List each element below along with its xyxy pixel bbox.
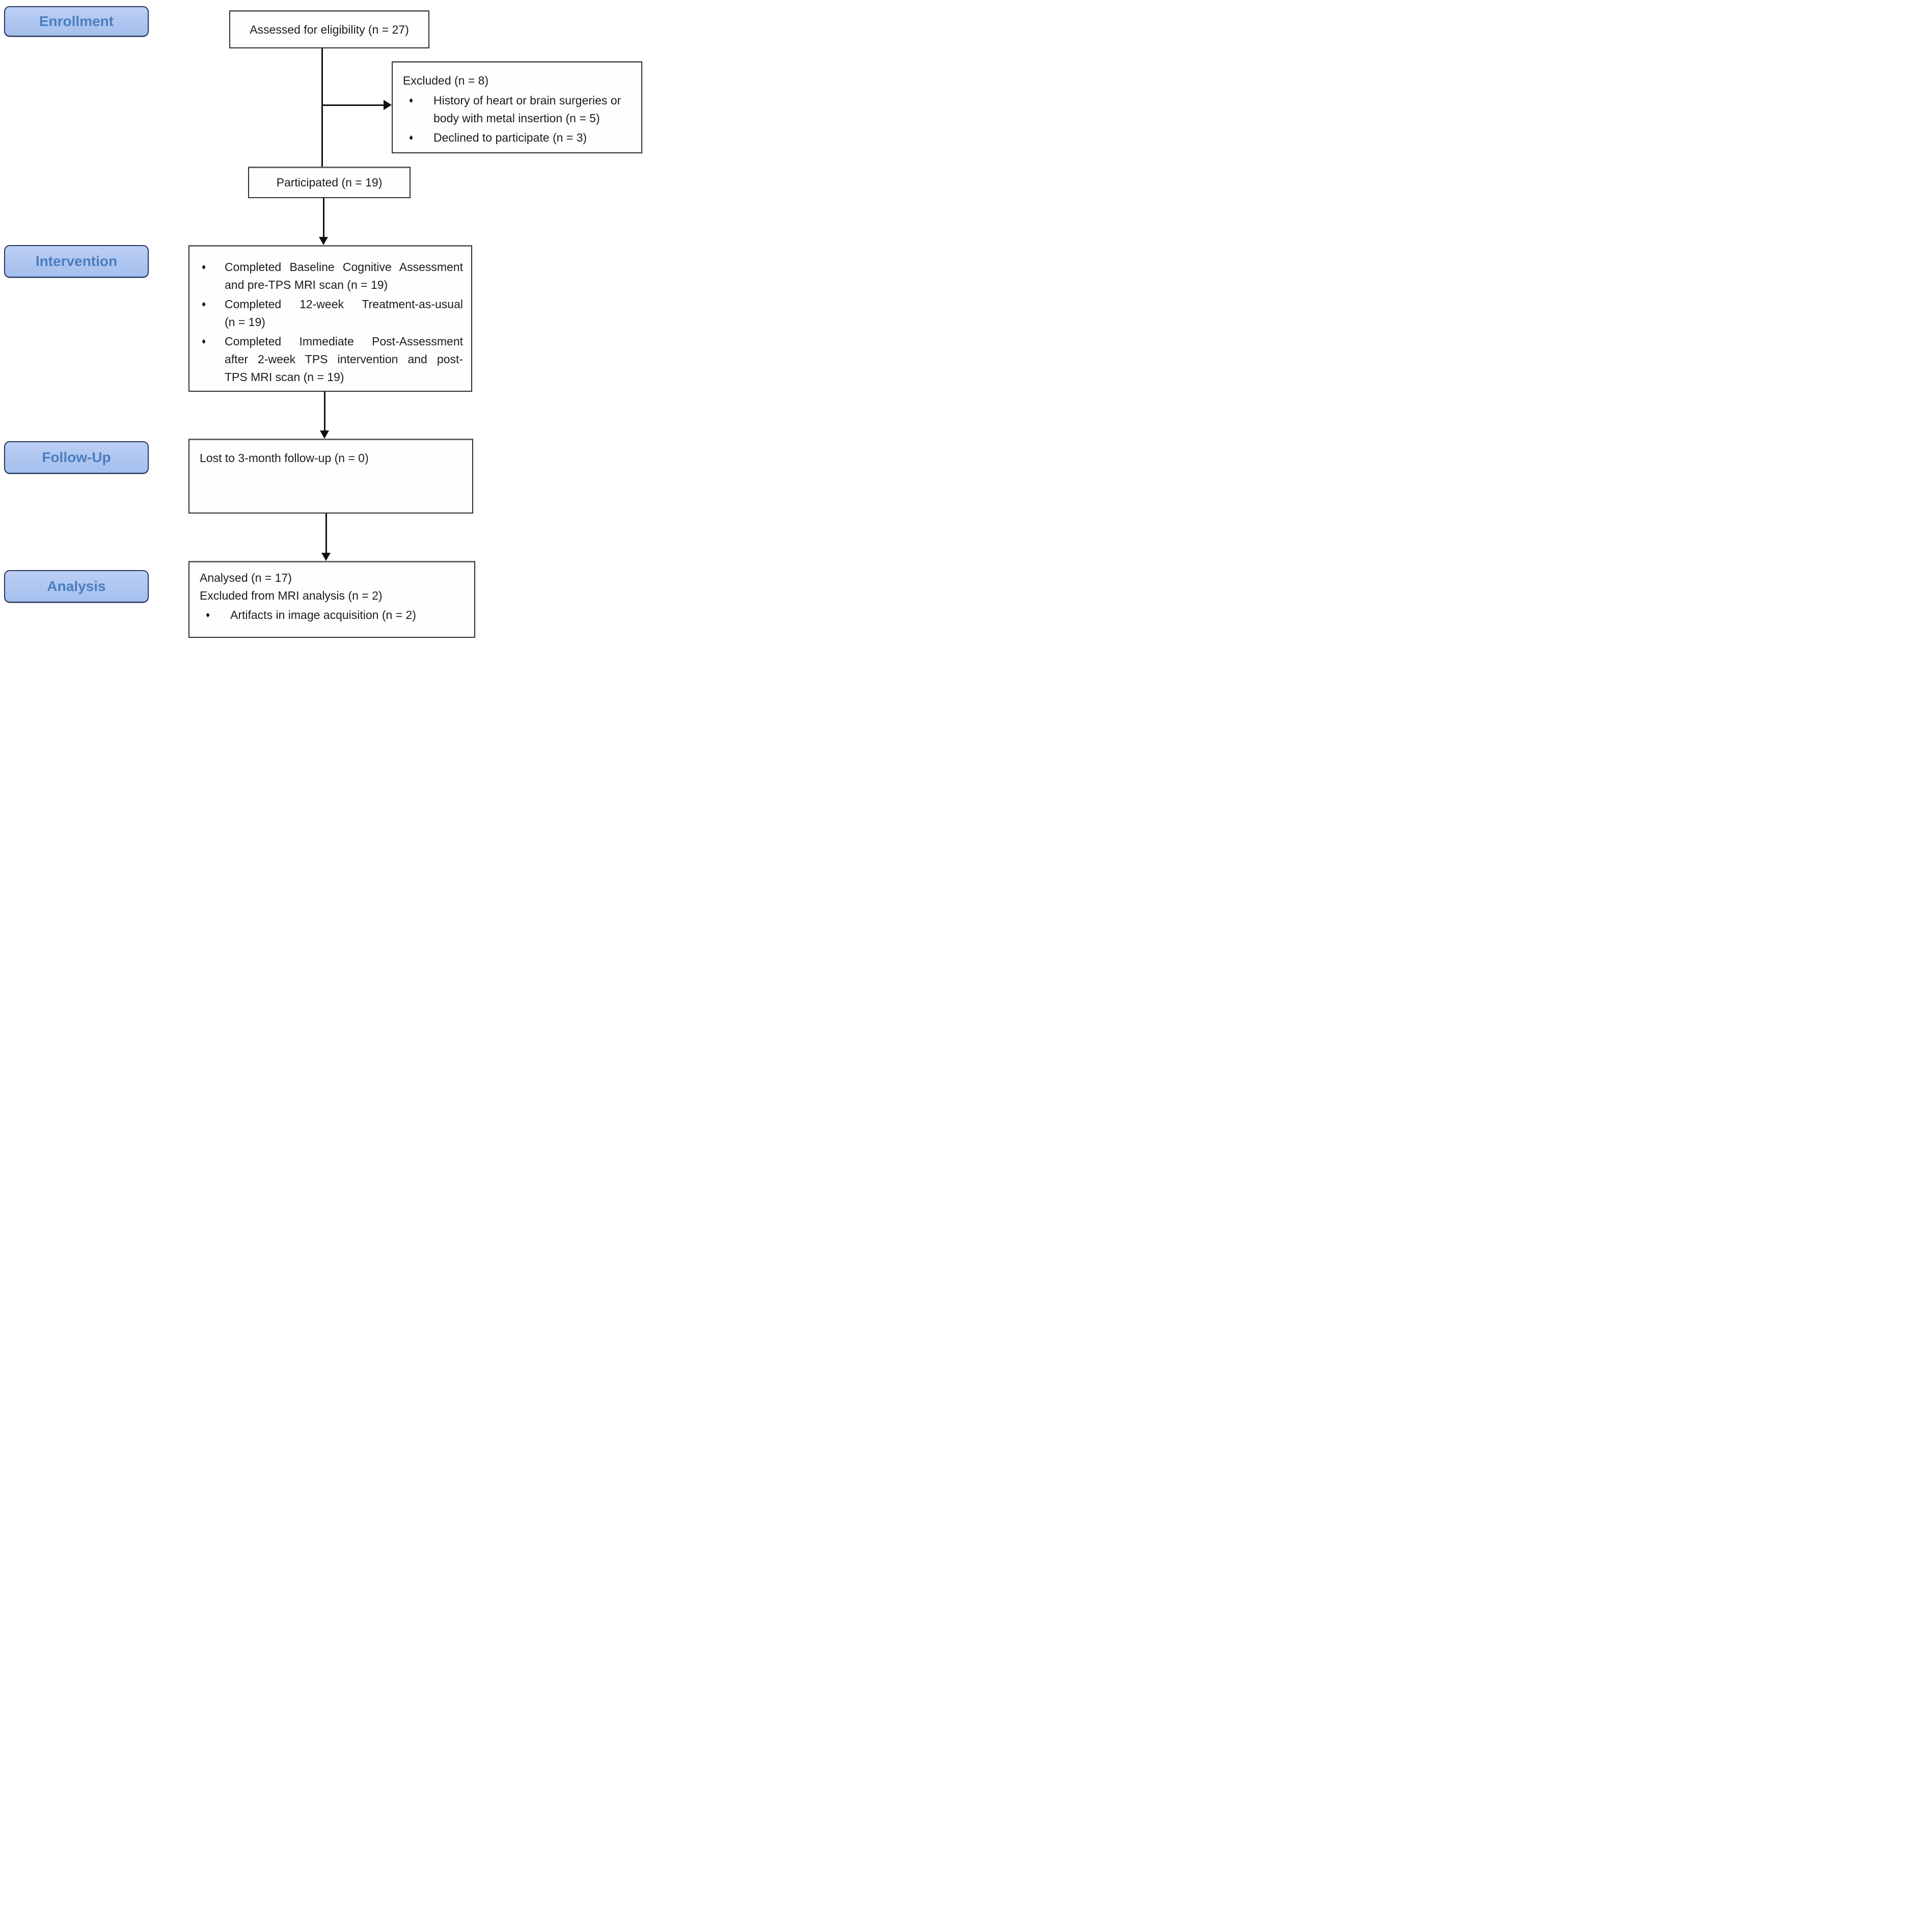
consort-flow-diagram: Enrollment Intervention Follow-Up Analys… bbox=[0, 0, 644, 638]
flow-connector-followup-analysis bbox=[325, 514, 327, 554]
text-line: and pre-TPS MRI scan (n = 19) bbox=[225, 278, 388, 291]
participated-box: Participated (n = 19) bbox=[248, 167, 411, 198]
bullet-diamond-icon: ♦ bbox=[409, 133, 414, 142]
analysis-bullet-list: ♦ Artifacts in image acquisition (n = 2) bbox=[200, 606, 465, 624]
assessed-text: Assessed for eligibility (n = 27) bbox=[250, 22, 409, 36]
bullet-diamond-icon: ♦ bbox=[202, 263, 206, 272]
text-line: Completed Baseline Cognitive Assessment bbox=[225, 260, 463, 274]
excluded-title: Excluded (n = 8) bbox=[403, 74, 489, 87]
text-line: after 2-week TPS intervention and post- bbox=[225, 353, 463, 366]
bullet-item: ♦ Completed Immediate Post-Assessment afte… bbox=[199, 333, 463, 386]
text-line-row: Analysed (n = 17) bbox=[200, 569, 465, 587]
stage-label-enrollment: Enrollment bbox=[4, 6, 149, 37]
stage-label-text: Analysis bbox=[47, 578, 106, 594]
followup-box: Lost to 3-month follow-up (n = 0) bbox=[188, 439, 473, 514]
flow-connector-assessed-participated bbox=[321, 48, 323, 167]
excluded-bullet-list: ♦ History of heart or brain surgeries or b… bbox=[403, 92, 632, 147]
excluded-box: Excluded (n = 8) ♦ History of heart or br… bbox=[392, 61, 642, 153]
text-line: Completed 12-week Treatment-as-usual bbox=[225, 298, 463, 311]
text-line: Completed Immediate Post-Assessment bbox=[225, 335, 463, 348]
intervention-bullet-list: ♦ Completed Baseline Cognitive Assessment… bbox=[199, 258, 463, 386]
stage-label-text: Intervention bbox=[35, 253, 118, 269]
flow-connector-excluded-branch bbox=[321, 104, 384, 106]
text-line: Declined to participate (n = 3) bbox=[433, 131, 587, 144]
text-line: History of heart or brain surgeries or bbox=[433, 94, 621, 107]
text-line: TPS MRI scan (n = 19) bbox=[225, 370, 344, 384]
bullet-diamond-icon: ♦ bbox=[409, 96, 414, 105]
bullet-item: ♦ Declined to participate (n = 3) bbox=[403, 129, 632, 147]
bullet-item: ♦ Artifacts in image acquisition (n = 2) bbox=[200, 606, 465, 624]
followup-text: Lost to 3-month follow-up (n = 0) bbox=[200, 451, 369, 465]
arrowhead-down-icon bbox=[319, 237, 328, 245]
text-line: Artifacts in image acquisition (n = 2) bbox=[230, 608, 416, 622]
stage-label-intervention: Intervention bbox=[4, 245, 149, 278]
bullet-diamond-icon: ♦ bbox=[202, 300, 206, 309]
arrowhead-right-icon bbox=[384, 100, 392, 110]
stage-label-analysis: Analysis bbox=[4, 570, 149, 603]
analysis-plain-lines: Analysed (n = 17) Excluded from MRI analy… bbox=[200, 569, 465, 605]
stage-label-text: Follow-Up bbox=[42, 449, 111, 465]
intervention-box: ♦ Completed Baseline Cognitive Assessment… bbox=[188, 245, 472, 392]
flow-connector-intervention-followup bbox=[324, 392, 325, 432]
assessed-eligibility-box: Assessed for eligibility (n = 27) bbox=[229, 10, 429, 48]
text-line: body with metal insertion (n = 5) bbox=[433, 112, 600, 125]
text-line: Excluded from MRI analysis (n = 2) bbox=[200, 589, 383, 602]
bullet-item: ♦ Completed Baseline Cognitive Assessment… bbox=[199, 258, 463, 294]
participated-text: Participated (n = 19) bbox=[276, 176, 383, 189]
stage-label-text: Enrollment bbox=[39, 13, 114, 29]
text-line: Analysed (n = 17) bbox=[200, 571, 292, 584]
analysis-box: Analysed (n = 17) Excluded from MRI analy… bbox=[188, 561, 475, 638]
bullet-item: ♦ Completed 12-week Treatment-as-usual (n … bbox=[199, 295, 463, 331]
arrowhead-down-icon bbox=[320, 430, 329, 439]
text-line: (n = 19) bbox=[225, 315, 265, 329]
bullet-diamond-icon: ♦ bbox=[202, 337, 206, 346]
arrowhead-down-icon bbox=[321, 553, 331, 561]
text-line-row: Excluded from MRI analysis (n = 2) bbox=[200, 587, 465, 605]
stage-label-followup: Follow-Up bbox=[4, 441, 149, 474]
bullet-item: ♦ History of heart or brain surgeries or b… bbox=[403, 92, 632, 127]
flow-connector-participated-intervention bbox=[323, 198, 324, 238]
bullet-diamond-icon: ♦ bbox=[206, 611, 210, 619]
